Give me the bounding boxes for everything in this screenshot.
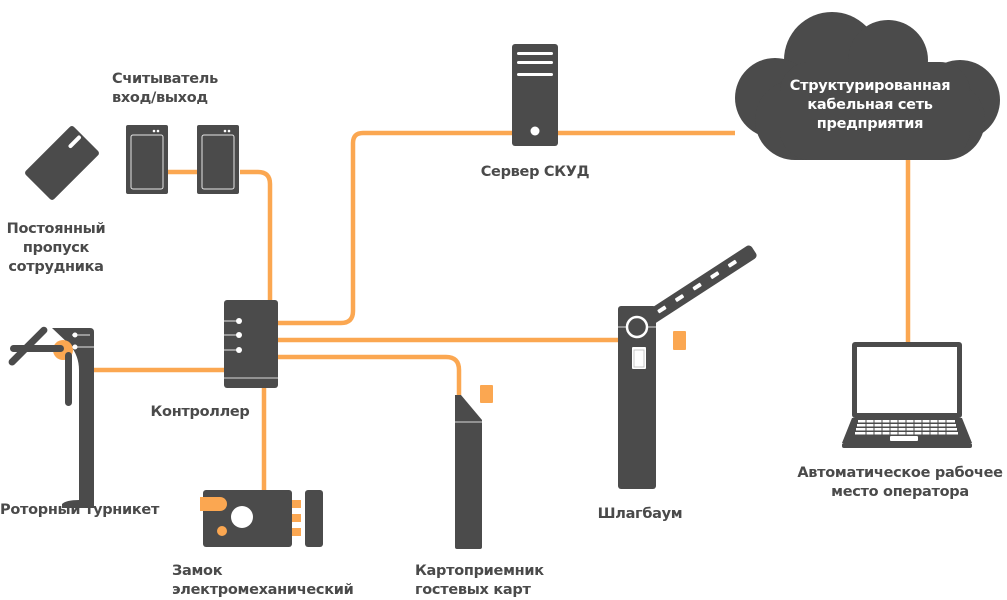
workstation-label-line: место оператора [831, 484, 969, 500]
exit-reader [197, 125, 239, 194]
collector-label-line: гостевых карт [415, 582, 531, 598]
lock-label-line: электромеханический [172, 582, 354, 598]
card-reader-icon [126, 125, 239, 194]
laptop-icon [842, 342, 972, 448]
cable-controller-to-server [278, 130, 512, 326]
readers-label-line: Считыватель [112, 71, 218, 87]
card-label-line: Постоянный [6, 221, 106, 237]
collector-label: Картоприемник гостевых карт [415, 562, 575, 600]
server-label: Сервер СКУД [470, 163, 600, 182]
cloud-label-line: предприятия [816, 116, 924, 132]
cable-reader-to-controller [240, 169, 273, 302]
card-label: Постоянный пропуск сотрудника [0, 220, 112, 277]
cloud-network-icon [735, 12, 1000, 160]
readers-label-line: вход/выход [112, 90, 208, 106]
lock-label: Замок электромеханический [172, 562, 372, 600]
collector-label-line: Картоприемник [415, 563, 544, 579]
readers-label: Считыватель вход/выход [112, 70, 232, 108]
turnstile-label-line: Роторный турникет [0, 502, 160, 518]
server-tower-icon [512, 44, 558, 146]
guest-card-icon [480, 385, 493, 403]
barrier-card-icon [673, 331, 686, 350]
cables [94, 130, 911, 492]
entry-reader [126, 125, 168, 194]
cloud-label-line: Структурированная [789, 78, 951, 94]
workstation-label-line: Автоматическое рабочее [797, 465, 1003, 481]
server-label-line: Сервер СКУД [480, 164, 590, 180]
cloud-label: Структурированная кабельная сеть предпри… [770, 77, 970, 134]
barrier-label-line: Шлагбаум [597, 506, 683, 522]
card-label-line: сотрудника [8, 259, 104, 275]
cloud-label-line: кабельная сеть [807, 97, 933, 113]
card-collector-icon [455, 385, 493, 549]
controller-label-line: Контроллер [150, 404, 250, 420]
card-label-line: пропуск [22, 240, 90, 256]
tripod-turnstile-icon [8, 326, 94, 508]
controller-icon [224, 300, 278, 388]
barrier-label: Шлагбаум [590, 505, 690, 524]
barrier-gate-icon [618, 245, 757, 489]
lock-label-line: Замок [172, 563, 223, 579]
controller-label: Контроллер [140, 403, 260, 422]
access-card-icon [25, 126, 99, 200]
turnstile-label: Роторный турникет [0, 501, 160, 520]
workstation-label: Автоматическое рабочее место оператора [790, 464, 1007, 502]
cable-controller-to-collector [278, 354, 462, 395]
electromechanical-lock-icon [200, 490, 323, 547]
